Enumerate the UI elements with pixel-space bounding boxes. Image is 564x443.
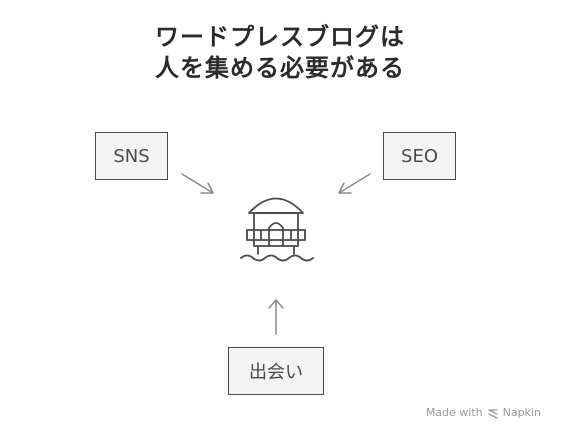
title-line-1: ワードプレスブログは bbox=[155, 23, 405, 51]
arrow-sns-to-center bbox=[181, 173, 214, 194]
node-seo-label: SEO bbox=[401, 145, 438, 167]
title-line-2: 人を集める必要がある bbox=[155, 54, 405, 82]
node-seo: SEO bbox=[383, 132, 456, 180]
watermark-brand: Napkin bbox=[502, 406, 541, 419]
napkin-logo-icon bbox=[487, 408, 498, 419]
diagram-title: ワードプレスブログは 人を集める必要がある bbox=[120, 22, 440, 84]
node-sns: SNS bbox=[95, 132, 168, 180]
node-deai: 出会い bbox=[228, 347, 324, 395]
watermark-text: Made with bbox=[425, 406, 483, 419]
node-deai-label: 出会い bbox=[249, 362, 303, 383]
arrow-deai-to-center bbox=[268, 299, 284, 335]
arrow-seo-to-center bbox=[338, 173, 371, 194]
node-sns-label: SNS bbox=[113, 145, 150, 167]
beach-hut-on-water-icon bbox=[240, 197, 314, 262]
watermark: Made with Napkin bbox=[426, 406, 541, 419]
